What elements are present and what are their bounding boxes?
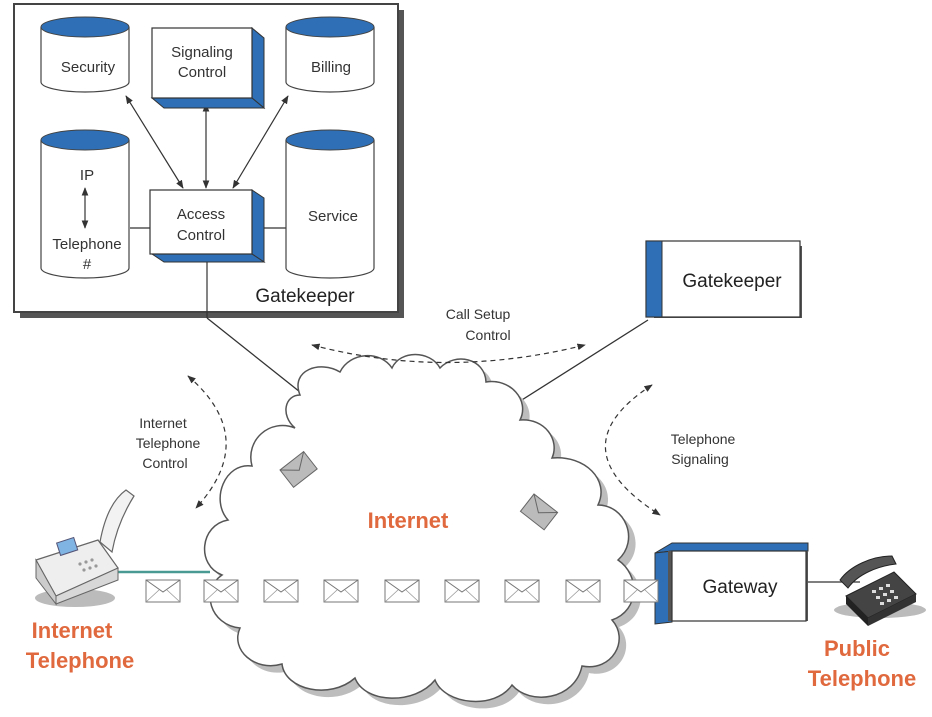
internet-tel-control-line2: Telephone — [136, 435, 201, 451]
access-label-line2: Control — [177, 227, 225, 244]
internet-phone-icon — [35, 489, 135, 607]
envelope-icon — [145, 579, 181, 603]
envelope-icon — [565, 579, 601, 603]
gateway-box — [654, 542, 809, 625]
gatekeeper-remote-box — [645, 240, 802, 318]
public-phone-icon — [834, 555, 926, 626]
telephone-label: Telephone — [52, 236, 121, 253]
service-database-icon — [285, 129, 375, 279]
envelope-stream — [145, 579, 659, 603]
envelope-icon — [384, 579, 420, 603]
internet-phone-label-line1: Internet — [32, 618, 113, 643]
ip-label: IP — [80, 167, 94, 184]
envelope-icon — [323, 579, 359, 603]
envelope-icon — [203, 579, 239, 603]
internet-tel-control-line1: Internet — [139, 415, 187, 431]
access-label-line1: Access — [177, 206, 225, 223]
dashed-arrows — [187, 343, 661, 516]
public-phone-label-line1: Public — [824, 636, 890, 661]
tel-signaling-line2: Signaling — [671, 451, 729, 467]
public-phone-label-line2: Telephone — [808, 666, 916, 691]
hash-label: # — [83, 256, 92, 273]
security-label: Security — [61, 59, 116, 76]
internet-tel-control-line3: Control — [142, 455, 187, 471]
ip-telephone-database-icon — [40, 129, 130, 279]
billing-database-icon — [285, 16, 375, 93]
gateway-label: Gateway — [703, 577, 778, 598]
internet-phone-label-line2: Telephone — [26, 648, 134, 673]
envelope-icon — [263, 579, 299, 603]
security-database-icon — [40, 16, 130, 93]
envelope-icon — [519, 493, 559, 531]
envelope-icon — [504, 579, 540, 603]
tel-signaling-line1: Telephone — [671, 431, 736, 447]
call-setup-label-line1: Call Setup — [446, 306, 511, 322]
gatekeeper-internal-links — [125, 95, 289, 318]
signaling-control-box — [150, 26, 266, 110]
signaling-label-line1: Signaling — [171, 44, 233, 61]
service-label: Service — [308, 208, 358, 225]
internet-label: Internet — [368, 508, 449, 533]
call-setup-label-line2: Control — [465, 327, 510, 343]
envelope-icon — [623, 579, 659, 603]
envelope-icon — [444, 579, 480, 603]
gatekeeper-remote-label: Gatekeeper — [682, 271, 782, 292]
envelope-icon — [279, 450, 318, 489]
signaling-label-line2: Control — [178, 64, 226, 81]
billing-label: Billing — [311, 59, 351, 76]
internet-cloud — [204, 353, 641, 709]
access-control-box — [149, 189, 266, 263]
gatekeeper-title: Gatekeeper — [255, 286, 355, 307]
